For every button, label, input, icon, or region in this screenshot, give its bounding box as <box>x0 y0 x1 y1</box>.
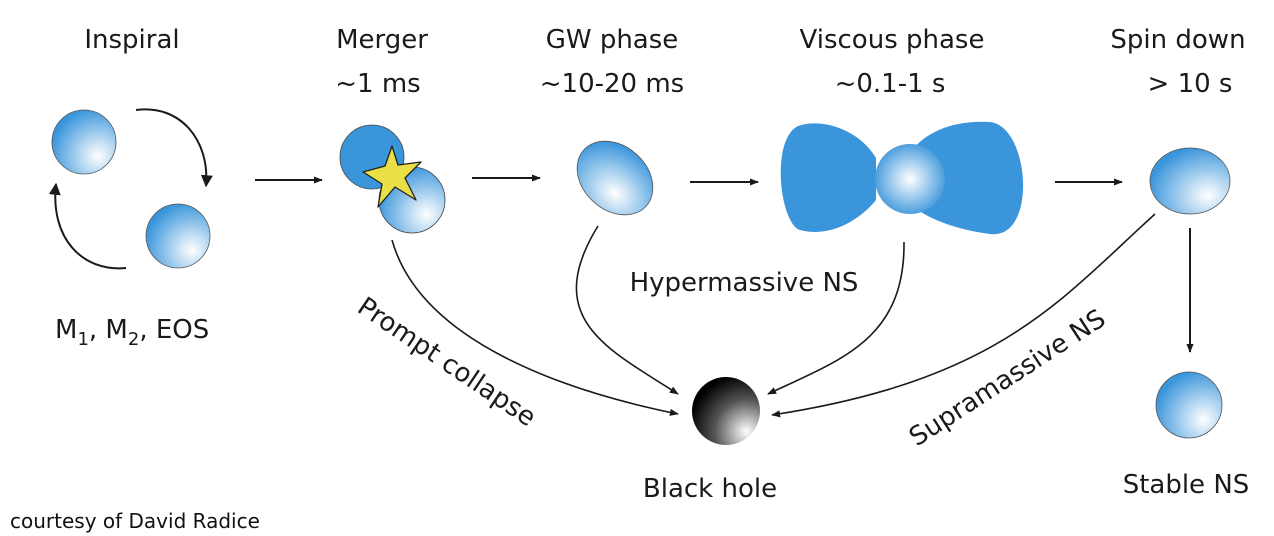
inspiral-parameters: M1, M2, EOS <box>55 315 209 350</box>
merger-flash-star <box>362 145 422 208</box>
arrow-gw-to-black-hole <box>575 225 679 395</box>
mass-1-label: M <box>55 315 77 345</box>
stage-viscous-phase-label: Viscous phase <box>800 25 985 55</box>
inspiral-star-1 <box>51 109 117 175</box>
separator-2: , <box>139 315 156 345</box>
eos-label: EOS <box>156 315 209 345</box>
mass-2-label: M <box>105 315 127 345</box>
stage-merger-label: Merger <box>336 25 428 55</box>
black-hole <box>692 377 760 445</box>
prompt-collapse-label: Prompt collapse <box>352 292 541 433</box>
arrow-prompt-collapse <box>391 239 679 416</box>
viscous-phase-remnant <box>780 121 1024 235</box>
stable-ns-star <box>1155 371 1223 439</box>
orbit-arrow-lower <box>48 182 127 270</box>
hypermassive-ns-label: Hypermassive NS <box>630 268 859 298</box>
stage-inspiral-label: Inspiral <box>84 25 179 55</box>
separator-1: , <box>89 315 106 345</box>
stage-gw-phase-label: GW phase <box>546 25 679 55</box>
spin-down-remnant <box>1149 147 1231 215</box>
mass-2-subscript: 2 <box>128 329 139 350</box>
gw-phase-remnant <box>576 140 654 216</box>
arrow-viscous-to-black-hole <box>767 241 905 395</box>
orbit-arrow-upper <box>135 108 213 188</box>
supramassive-ns-label: Supramassive NS <box>904 304 1111 453</box>
credit-line: courtesy of David Radice <box>10 509 260 533</box>
stable-ns-label: Stable NS <box>1123 470 1250 500</box>
stage-viscous-phase-duration: ~0.1-1 s <box>835 69 946 99</box>
stage-gw-phase-duration: ~10-20 ms <box>540 69 684 99</box>
inspiral-star-2 <box>145 203 211 269</box>
arrow-supramassive-to-black-hole <box>771 213 1156 418</box>
stage-spin-down-duration: > 10 s <box>1148 69 1233 99</box>
stage-merger-duration: ~1 ms <box>335 69 420 99</box>
merger-stars <box>339 124 446 234</box>
black-hole-label: Black hole <box>643 474 777 504</box>
stage-spin-down-label: Spin down <box>1110 25 1245 55</box>
mass-1-subscript: 1 <box>77 329 88 350</box>
